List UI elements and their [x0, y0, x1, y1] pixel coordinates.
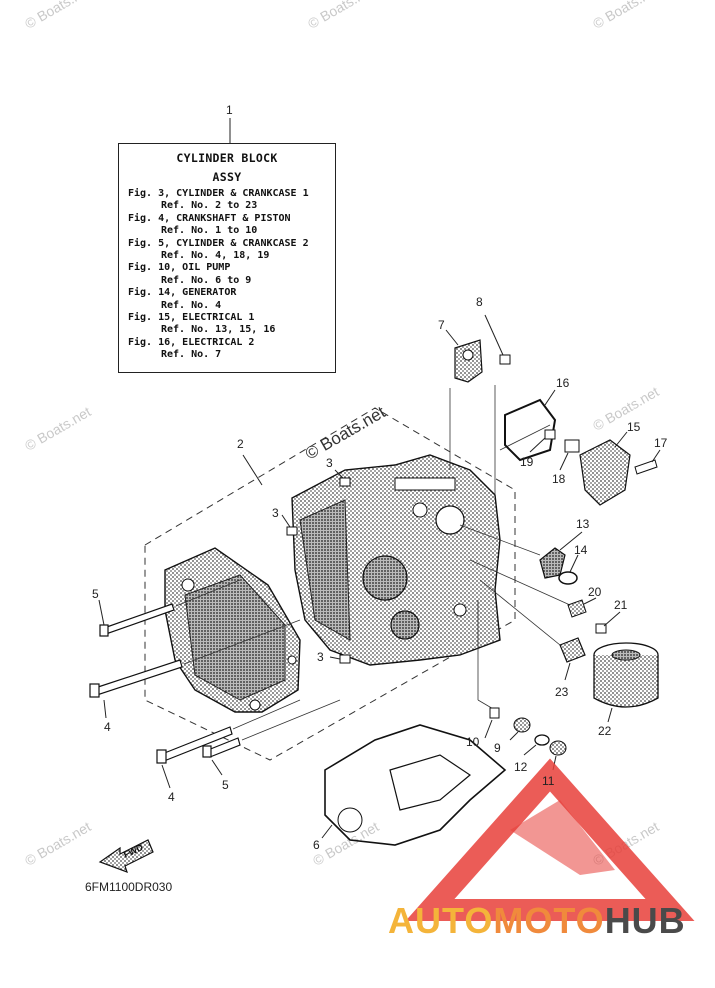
figure-ref[interactable]: Fig. 5, CYLINDER & CRANKCASE 2 — [128, 237, 309, 249]
figure-ref[interactable]: Fig. 14, GENERATOR — [128, 287, 237, 299]
part-label[interactable]: 6 — [313, 838, 320, 852]
part-label[interactable]: 21 — [614, 598, 628, 612]
dowel — [564, 439, 580, 453]
box-subtitle: ASSY — [212, 170, 242, 184]
o-ring — [534, 734, 550, 746]
ref-range: Ref. No. 7 — [161, 349, 222, 361]
part-label[interactable]: 3 — [326, 456, 333, 470]
ref-range: Ref. No. 2 to 23 — [161, 200, 258, 212]
part-label[interactable]: 23 — [555, 685, 569, 699]
bracket — [454, 339, 483, 383]
part-label[interactable]: 5 — [92, 587, 99, 601]
part-label[interactable]: 17 — [654, 436, 668, 450]
gasket — [504, 398, 557, 462]
bolt — [339, 477, 351, 487]
plug — [567, 599, 587, 618]
base-gasket — [324, 724, 507, 846]
part-label[interactable]: 18 — [552, 472, 566, 486]
logo-part-moto: MOTO — [493, 900, 605, 941]
crankcase-half — [164, 547, 301, 713]
part-label[interactable]: 9 — [494, 741, 501, 755]
ref-range: Ref. No. 4 — [161, 299, 222, 311]
figure-ref[interactable]: Fig. 16, ELECTRICAL 2 — [128, 336, 255, 348]
part-label[interactable]: 16 — [556, 376, 570, 390]
union-bolt — [559, 637, 586, 663]
part-label[interactable]: 3 — [317, 650, 324, 664]
bolt — [286, 526, 298, 536]
logo-wordmark: AUTOMOTOHUB — [388, 900, 686, 942]
cylinder-block — [291, 454, 501, 666]
fitting — [549, 740, 567, 756]
ref-range: Ref. No. 1 to 10 — [161, 225, 258, 237]
logo-part-auto: AUTO — [388, 900, 494, 941]
part-label[interactable]: 22 — [598, 724, 612, 738]
ref-range: Ref. No. 6 to 9 — [161, 274, 252, 286]
part-label[interactable]: 8 — [476, 295, 483, 309]
ref-range: Ref. No. 4, 18, 19 — [161, 250, 270, 262]
figure-ref[interactable]: Fig. 4, CRANKSHAFT & PISTON — [128, 212, 291, 224]
part-label[interactable]: 11 — [542, 774, 555, 788]
figure-ref[interactable]: Fig. 10, OIL PUMP — [128, 262, 231, 274]
logo-mark — [405, 758, 695, 921]
assembly-info-box: CYLINDER BLOCK ASSY Fig. 3, CYLINDER & C… — [118, 143, 336, 373]
part-label[interactable]: 7 — [438, 318, 445, 332]
ref-range: Ref. No. 13, 15, 16 — [161, 324, 276, 336]
figure-ref[interactable]: Fig. 3, CYLINDER & CRANKCASE 1 — [128, 188, 309, 199]
diagram-code: 6FM1100DR030 — [85, 880, 173, 894]
oil-filter — [593, 642, 659, 708]
box-title: CYLINDER BLOCK — [176, 151, 278, 165]
part-label[interactable]: 13 — [576, 517, 590, 531]
logo-part-hub: HUB — [604, 900, 686, 941]
part-label[interactable]: 3 — [272, 506, 279, 520]
bolt — [489, 707, 500, 719]
part-label[interactable]: 10 — [466, 735, 480, 749]
part-label[interactable]: 4 — [104, 720, 111, 734]
part-label[interactable]: 19 — [520, 455, 534, 469]
part-label[interactable]: 5 — [222, 778, 229, 792]
thermostat — [539, 547, 566, 579]
washer — [558, 571, 578, 585]
bolt — [339, 654, 351, 664]
part-label[interactable]: 4 — [168, 790, 175, 804]
fwd-arrow-icon — [98, 839, 154, 873]
part-label[interactable]: 15 — [627, 420, 641, 434]
fitting — [513, 717, 531, 733]
part-label[interactable]: 20 — [588, 585, 602, 599]
figure-ref[interactable]: Fig. 15, ELECTRICAL 1 — [128, 312, 255, 324]
oil-pump — [579, 439, 631, 506]
bolt — [499, 354, 511, 365]
part-label[interactable]: 1 — [226, 103, 233, 117]
part-label[interactable]: 12 — [514, 760, 528, 774]
part-label[interactable]: 14 — [574, 543, 588, 557]
part-label[interactable]: 2 — [237, 437, 244, 451]
